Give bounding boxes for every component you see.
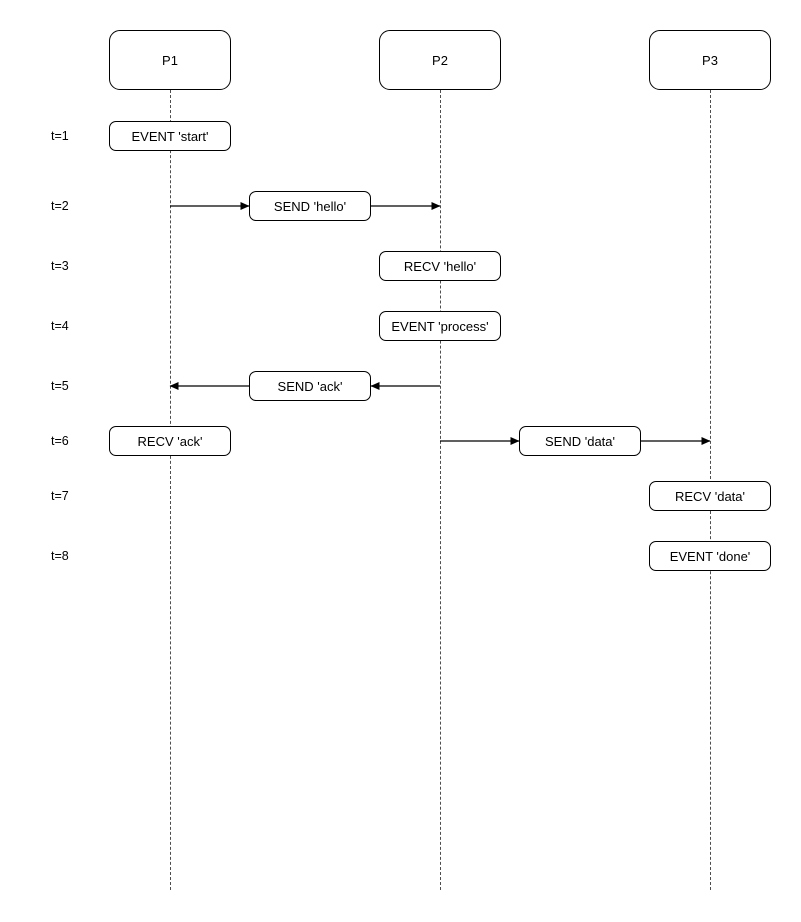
process-label: P1	[162, 52, 178, 68]
event-node-label: SEND 'ack'	[277, 378, 343, 394]
event-node-label: SEND 'hello'	[273, 198, 347, 214]
time-tick-label: t=6	[51, 434, 69, 448]
event-node-ev-t6-msg[interactable]: SEND 'data'	[519, 426, 641, 456]
lifeline-p1	[170, 90, 171, 890]
event-node-ev-t8-p3[interactable]: EVENT 'done'	[649, 541, 771, 571]
event-node-ev-t5-msg[interactable]: SEND 'ack'	[249, 371, 371, 401]
event-node-label: RECV 'ack'	[137, 433, 203, 449]
time-tick-label: t=7	[51, 489, 69, 503]
process-label: P2	[432, 52, 448, 68]
time-tick-label: t=1	[51, 129, 69, 143]
event-node-ev-t6-p1[interactable]: RECV 'ack'	[109, 426, 231, 456]
event-node-label: EVENT 'process'	[391, 318, 489, 334]
process-header-p2[interactable]: P2	[379, 30, 501, 90]
event-node-ev-t4-p2[interactable]: EVENT 'process'	[379, 311, 501, 341]
lifeline-p2	[440, 90, 441, 890]
event-node-label: RECV 'hello'	[403, 258, 477, 274]
process-header-p1[interactable]: P1	[109, 30, 231, 90]
time-tick-label: t=4	[51, 319, 69, 333]
time-tick-label: t=2	[51, 199, 69, 213]
event-node-ev-t7-p3[interactable]: RECV 'data'	[649, 481, 771, 511]
event-node-label: SEND 'data'	[545, 433, 615, 449]
event-node-label: RECV 'data'	[675, 488, 745, 504]
process-label: P3	[702, 52, 718, 68]
event-node-ev-t3-p2[interactable]: RECV 'hello'	[379, 251, 501, 281]
time-tick-label: t=5	[51, 379, 69, 393]
process-header-p3[interactable]: P3	[649, 30, 771, 90]
time-tick-label: t=3	[51, 259, 69, 273]
event-node-ev-t2-msg[interactable]: SEND 'hello'	[249, 191, 371, 221]
time-tick-label: t=8	[51, 549, 69, 563]
event-node-label: EVENT 'start'	[131, 128, 209, 144]
event-node-label: EVENT 'done'	[669, 548, 751, 564]
event-node-ev-t1-p1[interactable]: EVENT 'start'	[109, 121, 231, 151]
